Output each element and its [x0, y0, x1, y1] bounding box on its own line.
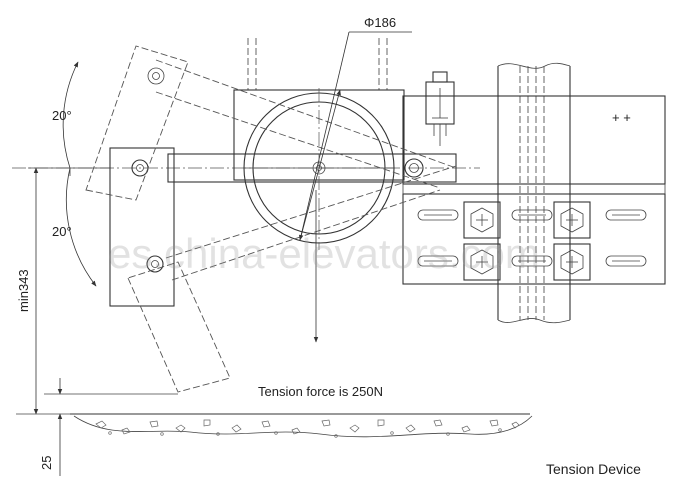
svg-text:+ +: + + [612, 110, 631, 125]
mounting-bracket: + + [402, 95, 666, 285]
pit-floor [70, 413, 533, 438]
diameter-dimension [298, 31, 412, 241]
tension-force-label: Tension force is 250N [258, 384, 383, 399]
clearance-label: 25 [39, 456, 54, 470]
diameter-label: Φ186 [364, 15, 396, 30]
safety-switch [425, 71, 455, 146]
watermark: es.china-elevators.com [108, 230, 540, 277]
sheave-housing [167, 89, 457, 244]
tension-arm [109, 147, 175, 307]
tension-arm-lower-position [127, 165, 457, 393]
guide-rails-dashed [247, 38, 388, 90]
mounting-rail [497, 62, 571, 324]
min-height-label: min343 [16, 269, 31, 312]
tension-arm-upper-position [85, 45, 457, 201]
angle-lower-label: 20° [52, 224, 72, 239]
angle-upper-label: 20° [52, 108, 72, 123]
caption: Tension Device [546, 461, 641, 477]
clearance-dimension [44, 378, 178, 476]
angle-dimensions [62, 61, 97, 287]
